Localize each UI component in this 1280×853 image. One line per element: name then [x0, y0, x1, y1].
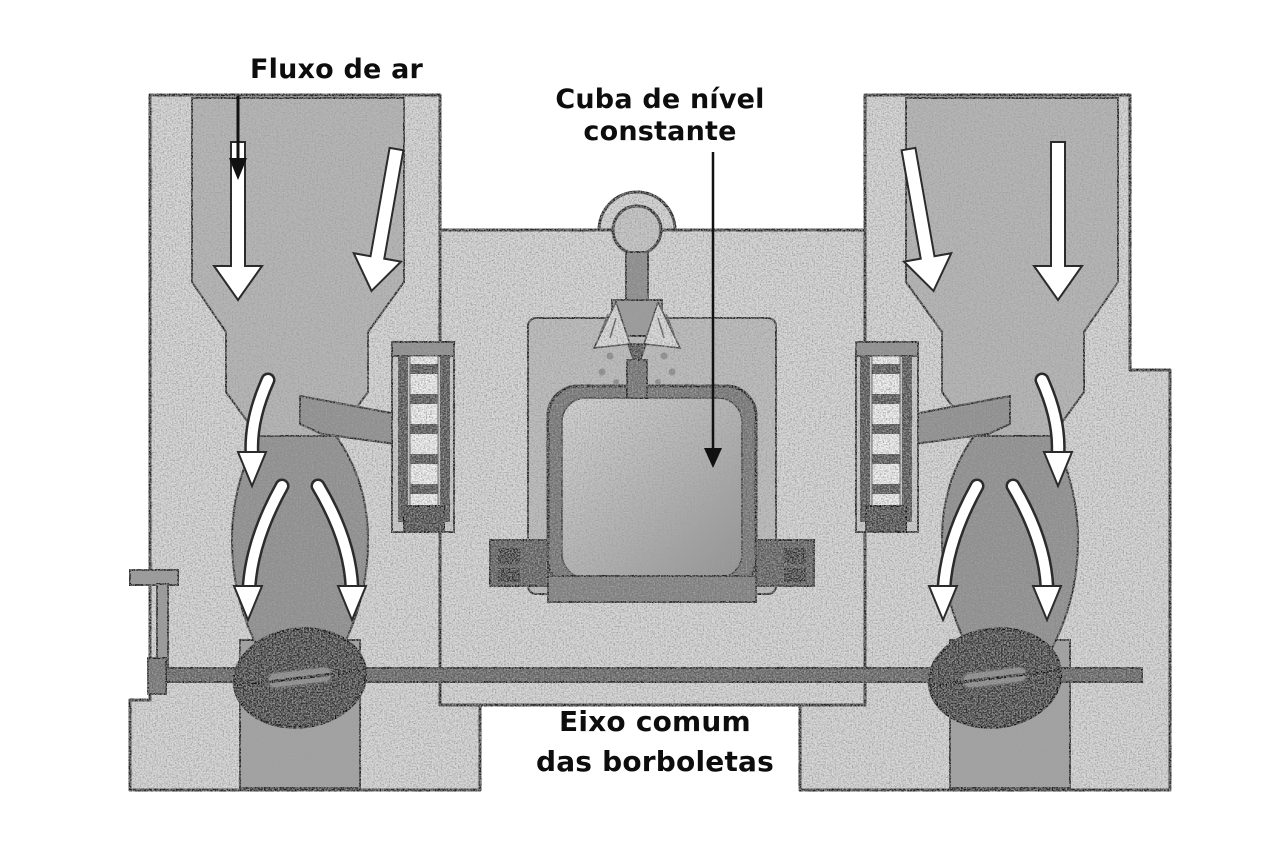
- shaft-label-line2: das borboletas: [535, 745, 775, 778]
- bowl-base: [547, 575, 757, 603]
- air-arrow-icon: [1042, 451, 1074, 489]
- label-leaders: [229, 96, 722, 468]
- shaft-end-plate: [147, 657, 167, 695]
- air-arrow-icon: [927, 585, 959, 623]
- air-flow-leader-arrowhead: [229, 158, 247, 180]
- shaft-label-line1: Eixo comum: [559, 705, 751, 738]
- emulsion-tube-left: [391, 341, 455, 533]
- idle-screw: [129, 569, 179, 671]
- airflow-arrows: [212, 141, 1084, 623]
- air-arrow-icon: [352, 146, 405, 293]
- needle-valve-assembly: [592, 204, 682, 399]
- air-arrow-icon: [1031, 585, 1063, 623]
- air-arrow-icon: [336, 585, 368, 623]
- air-arrow-icon: [1032, 141, 1084, 302]
- emulsion-tube-right: [855, 341, 919, 533]
- needle: [626, 343, 648, 373]
- left-fuel-duct: [299, 394, 397, 446]
- fuel-feed-pipe: [626, 359, 648, 399]
- fuel-level: [561, 397, 743, 579]
- float-bowl-label-line1: Cuba de nível: [555, 84, 765, 115]
- air-flow-label-text: Fluxo de ar: [250, 54, 424, 85]
- float-bowl-leader-arrowhead: [704, 448, 722, 468]
- shaft-label: Eixo comum das borboletas: [470, 702, 840, 782]
- butterfly-valve-left: [232, 627, 368, 729]
- float-bowl: [489, 317, 815, 603]
- air-arrow-icon: [900, 146, 953, 293]
- float-bowl-label: Cuba de nível constante: [498, 84, 822, 148]
- right-fuel-duct: [913, 394, 1011, 446]
- butterfly-valve-right: [927, 627, 1063, 729]
- air-arrow-icon: [232, 585, 264, 623]
- air-arrow-icon: [236, 451, 268, 489]
- air-flow-label: Fluxo de ar: [250, 54, 423, 85]
- float-bowl-label-line2: constante: [583, 116, 737, 147]
